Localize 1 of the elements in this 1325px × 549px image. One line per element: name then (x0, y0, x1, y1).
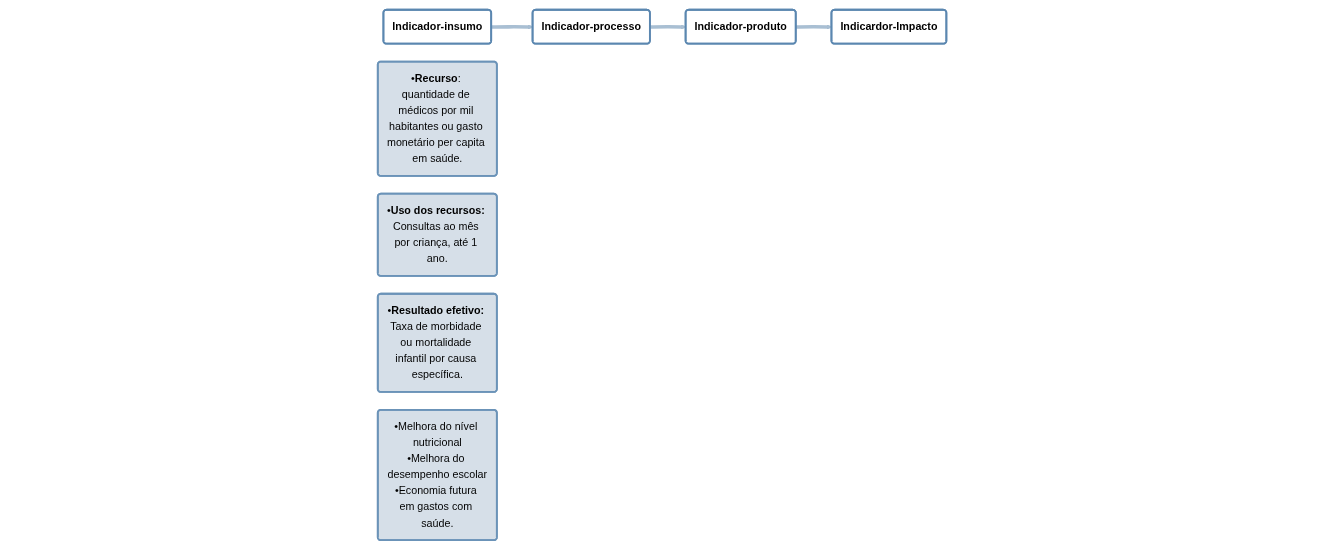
arrow (650, 23, 687, 30)
